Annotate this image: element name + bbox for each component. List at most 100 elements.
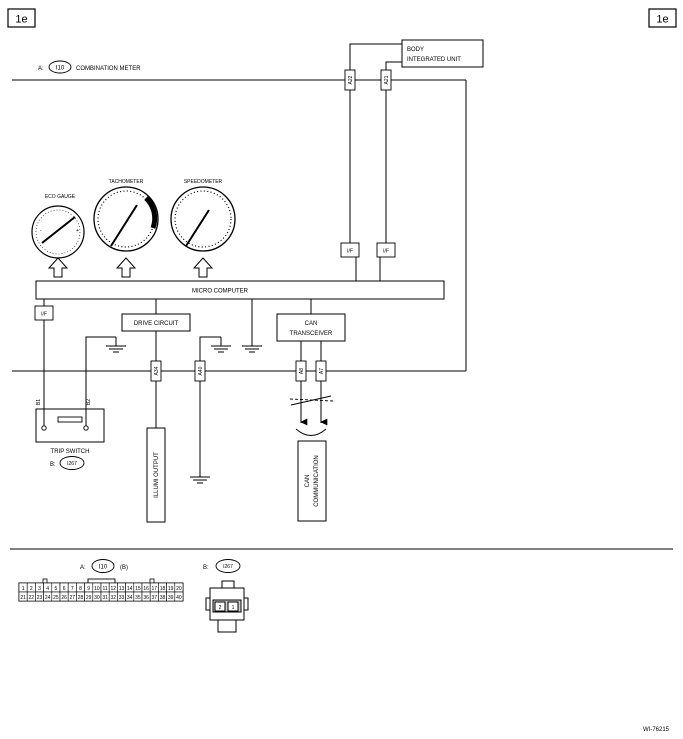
pin-a21: A21 bbox=[380, 69, 392, 91]
svg-text:A:: A: bbox=[38, 66, 44, 72]
connector-a-pin-8: 8 bbox=[76, 582, 85, 593]
ground-symbols bbox=[101, 336, 262, 484]
svg-text:13: 13 bbox=[119, 586, 125, 592]
svg-text:29: 29 bbox=[86, 595, 92, 601]
connector-a-pin-26: 26 bbox=[59, 591, 69, 602]
if-box-a21: I/F bbox=[376, 242, 396, 258]
connector-a-pin-30: 30 bbox=[92, 591, 102, 602]
svg-text:9: 9 bbox=[87, 586, 90, 592]
svg-text:25: 25 bbox=[53, 595, 59, 601]
connector-a-pin-35: 35 bbox=[133, 591, 143, 602]
connector-a-pin-32: 32 bbox=[108, 591, 118, 602]
svg-text:21: 21 bbox=[20, 595, 26, 601]
connector-b-face: 2 1 bbox=[205, 580, 249, 633]
pin-a22: A22 bbox=[344, 69, 356, 91]
eco-gauge: ECO GAUGE - + bbox=[31, 194, 85, 259]
svg-text:(B): (B) bbox=[120, 565, 128, 571]
illumi-output-block: ILLUMI OUTPUT bbox=[146, 427, 166, 523]
svg-text:35: 35 bbox=[135, 595, 141, 601]
svg-text:A8: A8 bbox=[299, 368, 305, 374]
svg-text:A22: A22 bbox=[348, 75, 354, 84]
can-signal-arrows bbox=[300, 410, 328, 426]
svg-text:1: 1 bbox=[22, 586, 25, 592]
body-integrated-unit: BODY INTEGRATED UNIT bbox=[401, 39, 484, 68]
tachometer-gauge: TACHOMETER bbox=[93, 179, 159, 252]
connector-a-pin-25: 25 bbox=[51, 591, 61, 602]
svg-text:11: 11 bbox=[102, 586, 107, 592]
pin-a7: A7 bbox=[315, 360, 327, 382]
svg-text:A7: A7 bbox=[319, 368, 325, 374]
svg-text:I10: I10 bbox=[56, 66, 65, 72]
connector-a-pin-38: 38 bbox=[158, 591, 167, 602]
svg-text:37: 37 bbox=[152, 595, 158, 601]
connector-a-pin-31: 31 bbox=[100, 591, 110, 602]
gauge-input-arrows bbox=[47, 257, 214, 278]
svg-text:B1: B1 bbox=[36, 399, 42, 405]
svg-text:I/F: I/F bbox=[41, 312, 47, 318]
connector-a-pin-2: 2 bbox=[26, 582, 36, 593]
connector-a-pin-28: 28 bbox=[76, 591, 85, 602]
svg-text:18: 18 bbox=[160, 586, 166, 592]
connector-a-pin-37: 37 bbox=[149, 591, 159, 602]
svg-text:20: 20 bbox=[176, 586, 182, 592]
pin-a40: A40 bbox=[194, 360, 206, 382]
connector-a-pin-1: 1 bbox=[18, 582, 28, 593]
connector-a-pin-3: 3 bbox=[35, 582, 44, 593]
speedometer-gauge: SPEEDOMETER bbox=[170, 179, 236, 252]
svg-text:A21: A21 bbox=[384, 75, 390, 84]
pin-a34: A34 bbox=[150, 360, 162, 382]
svg-text:I10: I10 bbox=[99, 565, 108, 571]
connector-a-pin-19: 19 bbox=[166, 582, 176, 593]
svg-text:1e: 1e bbox=[15, 14, 27, 26]
svg-text:36: 36 bbox=[143, 595, 149, 601]
connector-a-pin-36: 36 bbox=[141, 591, 151, 602]
svg-text:31: 31 bbox=[102, 595, 108, 601]
svg-text:15: 15 bbox=[135, 586, 141, 592]
connector-a-pin-33: 33 bbox=[117, 591, 126, 602]
if-box-trip: I/F bbox=[34, 305, 54, 321]
svg-text:7: 7 bbox=[71, 586, 74, 592]
svg-text:1: 1 bbox=[232, 605, 235, 611]
connector-a-pin-13: 13 bbox=[117, 582, 126, 593]
can-communication-block: CAN COMMUNICATION bbox=[297, 440, 327, 522]
connector-b-pin-1: 1 bbox=[227, 601, 239, 612]
micro-computer-block: MICRO COMPUTER bbox=[35, 280, 445, 300]
connector-a-pin-39: 39 bbox=[166, 591, 176, 602]
svg-text:34: 34 bbox=[127, 595, 133, 601]
connector-a-pin-10: 10 bbox=[92, 582, 102, 593]
svg-text:COMBINATION METER: COMBINATION METER bbox=[76, 66, 141, 72]
svg-text:4: 4 bbox=[46, 586, 49, 592]
connector-a-pin-15: 15 bbox=[133, 582, 143, 593]
svg-text:14: 14 bbox=[127, 586, 133, 592]
svg-text:A34: A34 bbox=[154, 366, 160, 375]
connector-a-label: A: I10 (B) bbox=[80, 559, 128, 573]
if-box-a22: I/F bbox=[340, 242, 360, 258]
svg-text:I/F: I/F bbox=[347, 249, 353, 255]
connector-a-pin-12: 12 bbox=[108, 582, 118, 593]
svg-text:COMMUNICATION: COMMUNICATION bbox=[314, 455, 320, 507]
trip-switch: B1 B2 TRIP SWITCH B: I267 bbox=[35, 399, 105, 470]
svg-text:2: 2 bbox=[219, 605, 222, 611]
connector-a-pin-27: 27 bbox=[67, 591, 77, 602]
connector-a-pin-11: 11 bbox=[100, 582, 110, 593]
svg-text:CAN: CAN bbox=[305, 475, 311, 488]
svg-text:33: 33 bbox=[119, 595, 125, 601]
connector-a-pin-4: 4 bbox=[43, 582, 53, 593]
connector-a-pin-29: 29 bbox=[84, 591, 94, 602]
svg-text:6: 6 bbox=[63, 586, 66, 592]
connector-a-pin-5: 5 bbox=[51, 582, 61, 593]
svg-text:B:: B: bbox=[203, 565, 209, 571]
svg-text:22: 22 bbox=[29, 595, 35, 601]
svg-text:TACHOMETER: TACHOMETER bbox=[109, 179, 144, 185]
meter-header: A: I10 COMBINATION METER bbox=[38, 60, 141, 74]
drive-circuit-block: DRIVE CIRCUIT bbox=[121, 313, 191, 332]
connector-b-pin-2: 2 bbox=[214, 601, 226, 612]
figure-id: WI-76215 bbox=[643, 727, 670, 733]
svg-text:I267: I267 bbox=[223, 564, 233, 570]
svg-text:B2: B2 bbox=[86, 399, 92, 405]
connector-a-pin-24: 24 bbox=[43, 591, 53, 602]
svg-text:17: 17 bbox=[152, 586, 158, 592]
svg-text:12: 12 bbox=[111, 586, 117, 592]
